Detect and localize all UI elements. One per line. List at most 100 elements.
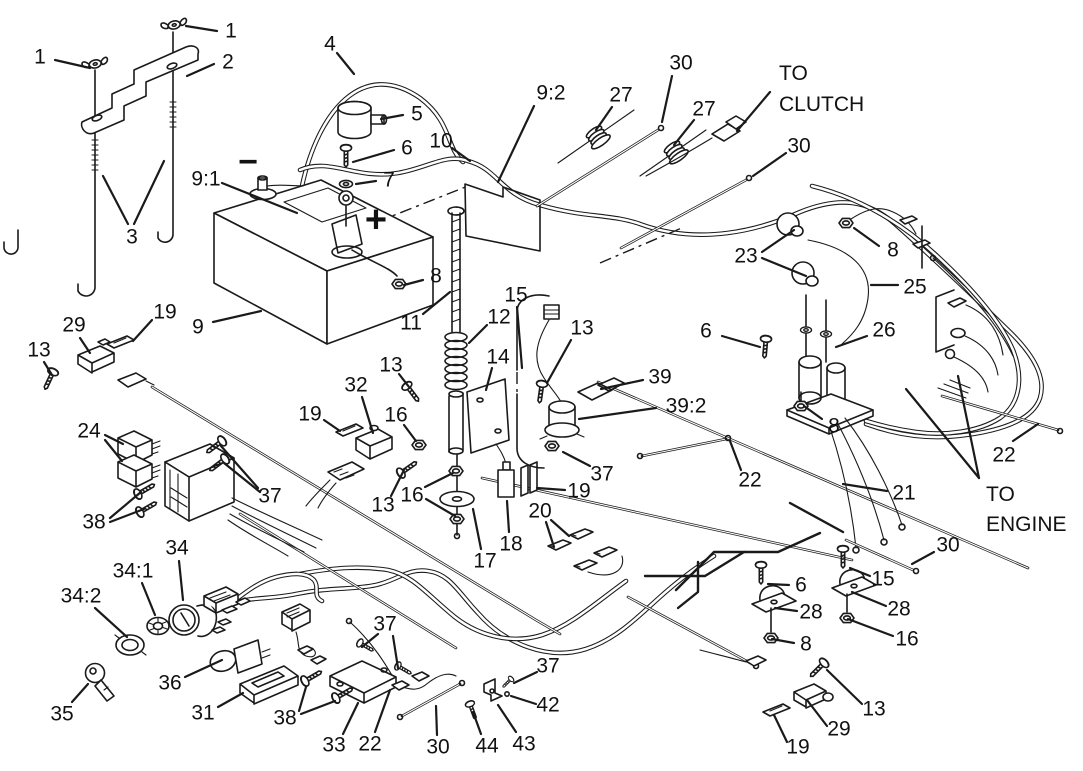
solenoid-cable (807, 239, 869, 345)
leader-line (751, 151, 788, 178)
callout-22: 22 (358, 733, 381, 756)
callout-16: 16 (895, 628, 918, 651)
callout-17: 17 (473, 550, 496, 573)
leader-line (852, 226, 881, 248)
leader-line (108, 507, 146, 524)
nut (763, 632, 779, 644)
callout-44: 44 (475, 735, 499, 758)
callout-7: 7 (383, 169, 395, 192)
callout-39: 39 (648, 366, 671, 389)
clutch-cable-group (557, 109, 747, 177)
nut (838, 217, 854, 229)
leader-line (544, 520, 556, 549)
interlock-switch-right (699, 649, 834, 717)
phantom-centerlines (376, 185, 685, 392)
callout-26: 26 (872, 319, 895, 342)
leader-line (505, 499, 511, 534)
leader-line (211, 309, 263, 324)
leader-line (351, 148, 396, 164)
mounting-rod-group (3, 17, 200, 297)
leader-line (594, 105, 614, 132)
leader-line (545, 338, 573, 385)
solenoid-wires (829, 417, 903, 549)
clamp-assembly (751, 560, 797, 644)
leader-line (222, 461, 262, 494)
callout-30: 30 (669, 52, 692, 75)
leader-line (434, 704, 439, 737)
screw (133, 496, 161, 520)
callout-27: 27 (692, 98, 715, 121)
leader-line (360, 395, 375, 435)
leader-line (177, 559, 185, 602)
screw (463, 698, 481, 722)
spacer-plate (762, 703, 791, 717)
wing-nut (159, 17, 189, 33)
mounting-panel (464, 183, 541, 252)
callout-12: 12 (487, 306, 510, 329)
callout-2: 2 (222, 51, 234, 74)
screw (298, 665, 326, 689)
leader-line (219, 444, 260, 490)
leader-line (577, 406, 658, 421)
callout-9:1: 9:1 (191, 168, 220, 191)
screw (500, 674, 516, 690)
leader-line (850, 590, 888, 608)
callout-19: 19 (153, 301, 176, 324)
leader-line (397, 372, 411, 389)
callout-6: 6 (795, 574, 807, 597)
callout-14: 14 (486, 346, 510, 369)
callout-29: 29 (827, 718, 850, 741)
callout-1: 1 (225, 20, 237, 43)
leader-line (131, 318, 154, 343)
leader-line (561, 450, 592, 468)
leader-line (512, 670, 539, 685)
callout-19: 19 (786, 736, 809, 759)
leader-line (335, 51, 356, 76)
leader-line (450, 146, 472, 163)
leader-line (184, 24, 219, 33)
fuse (593, 546, 618, 558)
leader-line (322, 418, 342, 433)
ring-nut (114, 634, 147, 656)
fuse-cluster (495, 443, 624, 576)
fuse (569, 528, 594, 540)
callout-13: 13 (379, 354, 402, 377)
leader-line (78, 336, 92, 355)
washer-17 (439, 490, 475, 508)
leader-line (805, 698, 829, 728)
callout-28: 28 (887, 598, 910, 621)
callout-4: 4 (324, 33, 336, 56)
callout-30: 30 (787, 135, 810, 158)
leader-line (93, 606, 129, 639)
leader-line (956, 374, 981, 480)
callout-1: 1 (34, 46, 46, 69)
leader-line (424, 497, 457, 518)
leader-line (103, 433, 125, 446)
leader-line (360, 632, 380, 649)
callout-21: 21 (892, 482, 915, 505)
washer (819, 330, 833, 338)
leader-line (549, 518, 571, 538)
callout-30: 30 (936, 534, 959, 557)
callout-30: 30 (426, 736, 449, 759)
callout-34:1: 34:1 (113, 560, 154, 583)
leader-line (108, 490, 143, 520)
callout-13: 13 (371, 494, 394, 517)
leader-line (53, 58, 92, 70)
leader-line (720, 334, 762, 349)
screw (394, 456, 421, 481)
solenoid (786, 355, 874, 435)
leader-line (1011, 422, 1040, 443)
switch-32-cluster (305, 423, 421, 509)
leader-line (515, 305, 524, 370)
callout-24: 24 (77, 420, 101, 443)
callout-43: 43 (512, 733, 535, 756)
leader-line (735, 90, 772, 133)
screw (399, 379, 424, 406)
leader-line (402, 278, 425, 287)
leader-line (379, 113, 405, 121)
